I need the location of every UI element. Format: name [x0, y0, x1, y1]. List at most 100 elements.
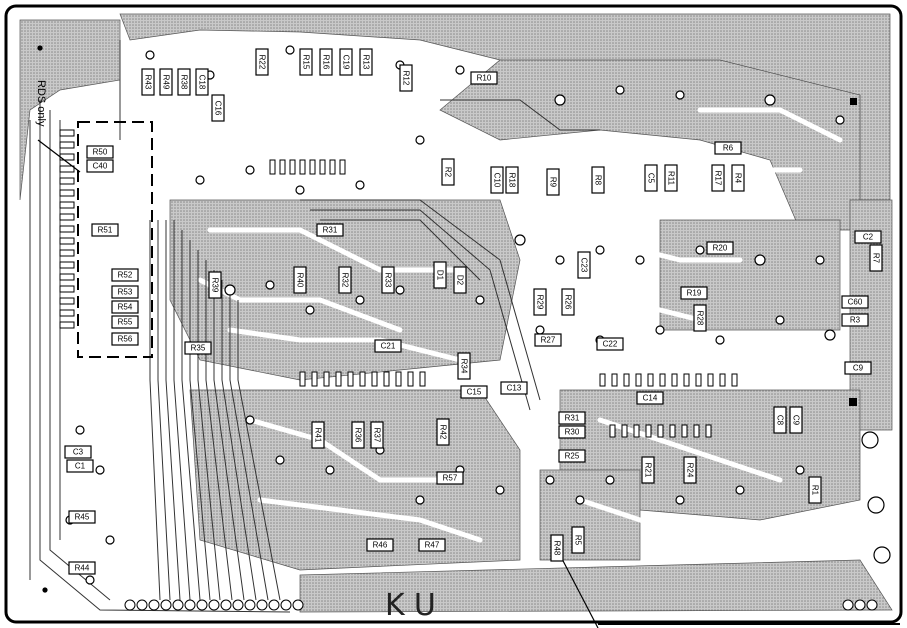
component-r7: R7	[869, 244, 883, 272]
component-c2: C2	[854, 230, 882, 244]
board-marking: KU	[385, 588, 446, 623]
component-body	[869, 244, 883, 272]
copper-traces-outline	[29, 40, 600, 613]
component-body	[500, 381, 528, 395]
component-body	[533, 288, 547, 316]
component-r9: R9	[546, 168, 560, 196]
rds-only-label: RDS only	[35, 80, 47, 127]
component-body	[64, 445, 92, 459]
component-body	[596, 337, 624, 351]
component-r6: R6	[714, 141, 742, 155]
component-label: R9	[549, 177, 558, 188]
component-label: C14	[643, 394, 658, 403]
component-r56: R56	[111, 332, 139, 346]
component-body	[457, 352, 471, 380]
component-body	[311, 421, 325, 449]
component-c10: C10	[490, 166, 504, 194]
component-c5: C5	[644, 164, 658, 192]
component-label: R3	[850, 316, 861, 325]
component-body	[338, 266, 352, 294]
component-r32: R32	[338, 266, 352, 294]
component-r47: R47	[418, 538, 446, 552]
component-body	[844, 361, 872, 375]
component-body	[319, 48, 333, 76]
component-label: R22	[258, 55, 267, 70]
component-d2: D2	[453, 266, 467, 294]
component-c9: C9	[789, 406, 803, 434]
component-label: C1	[75, 462, 86, 471]
component-label: C23	[580, 258, 589, 273]
component-c13: C13	[500, 381, 528, 395]
component-body	[436, 471, 464, 485]
component-r43: R43	[141, 68, 155, 96]
component-r27: R27	[534, 333, 562, 347]
component-body	[177, 68, 191, 96]
component-label: R20	[713, 244, 728, 253]
component-body	[706, 241, 734, 255]
pointer-line	[559, 554, 599, 628]
component-label: R18	[508, 173, 517, 188]
component-label: R50	[93, 148, 108, 157]
component-r10: R10	[470, 71, 498, 85]
component-label: R7	[872, 253, 881, 264]
component-c23: C23	[577, 251, 591, 279]
component-body	[374, 339, 402, 353]
component-body	[680, 286, 708, 300]
component-r48: R48	[550, 534, 564, 562]
component-c19: C19	[339, 48, 353, 76]
component-body	[644, 164, 658, 192]
component-label: R54	[118, 303, 133, 312]
component-label: R31	[323, 226, 338, 235]
component-r51: R51	[91, 223, 119, 237]
component-body	[841, 295, 869, 309]
component-label: R19	[687, 289, 702, 298]
component-r24: R24	[683, 456, 697, 484]
component-body	[436, 418, 450, 446]
component-r3: R3	[841, 313, 869, 327]
component-body	[159, 68, 173, 96]
component-label: R46	[373, 541, 388, 550]
component-label: R34	[460, 359, 469, 374]
component-r31: R31	[558, 411, 586, 425]
component-r15: R15	[299, 48, 313, 76]
component-r5: R5	[571, 526, 585, 554]
component-body	[399, 64, 413, 92]
component-label: R6	[723, 144, 734, 153]
component-body	[111, 315, 139, 329]
component-body	[854, 230, 882, 244]
component-label: C18	[198, 75, 207, 90]
rds-only-box	[77, 121, 153, 358]
component-body	[359, 48, 373, 76]
component-label: C10	[493, 173, 502, 188]
component-r53: R53	[111, 285, 139, 299]
component-label: R28	[696, 311, 705, 326]
component-r39: R39	[208, 271, 222, 299]
component-label: R48	[553, 541, 562, 556]
component-r20: R20	[706, 241, 734, 255]
component-body	[316, 223, 344, 237]
component-c60: C60	[841, 295, 869, 309]
component-label: C5	[647, 173, 656, 184]
component-body	[86, 145, 114, 159]
component-body	[211, 94, 225, 122]
component-c18: C18	[195, 68, 209, 96]
component-label: R38	[180, 75, 189, 90]
component-body	[550, 534, 564, 562]
component-r26: R26	[561, 288, 575, 316]
component-body	[86, 159, 114, 173]
component-label: R25	[565, 452, 580, 461]
component-label: R44	[75, 564, 90, 573]
component-body	[208, 271, 222, 299]
component-body	[571, 526, 585, 554]
component-r13: R13	[359, 48, 373, 76]
component-body	[558, 411, 586, 425]
component-r1: R1	[808, 476, 822, 504]
component-body	[111, 268, 139, 282]
component-r18: R18	[505, 166, 519, 194]
component-label: R15	[302, 55, 311, 70]
component-r34: R34	[457, 352, 471, 380]
component-label: C13	[507, 384, 522, 393]
component-label: R5	[574, 535, 583, 546]
component-label: R35	[191, 344, 206, 353]
component-body	[66, 459, 94, 473]
